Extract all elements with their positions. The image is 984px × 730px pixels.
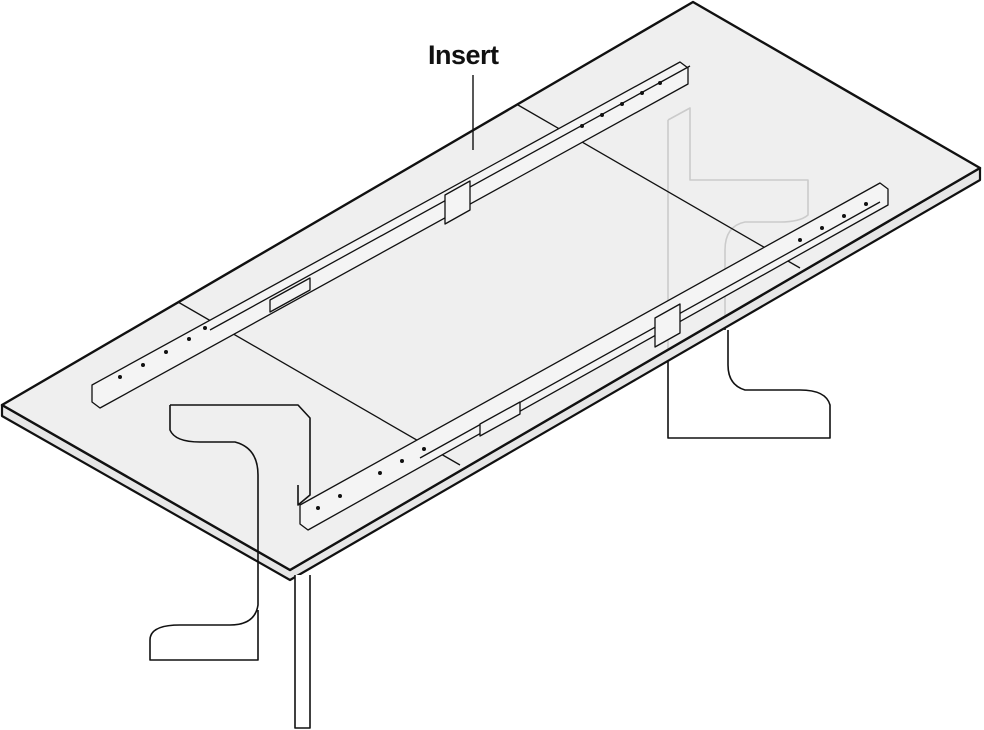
slide-rails: [91, 61, 889, 531]
tabletop: [0, 0, 982, 572]
rail-screw-holes: [118, 81, 868, 510]
insert-label: Insert: [428, 40, 499, 70]
left-leg: [149, 404, 311, 729]
